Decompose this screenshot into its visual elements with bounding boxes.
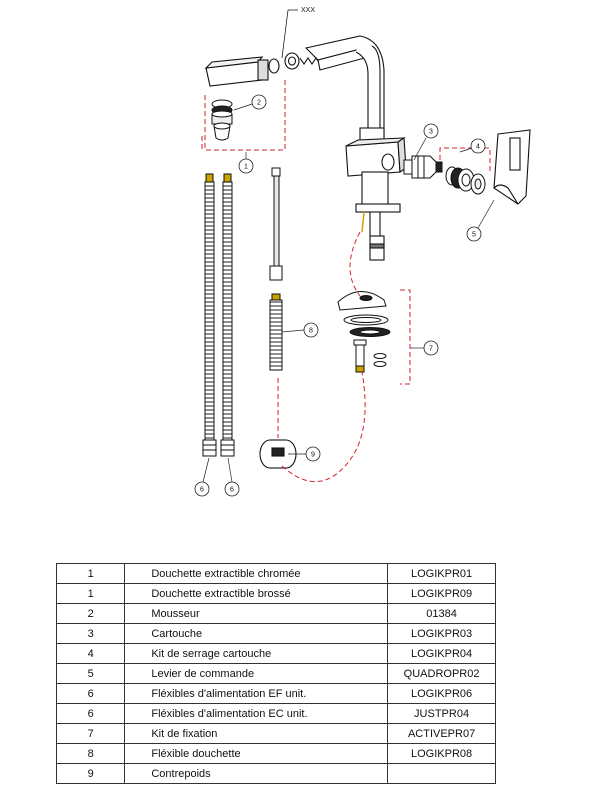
callout-1: 1 <box>238 158 254 174</box>
svg-text:3: 3 <box>429 129 433 136</box>
callout-9: 9 <box>305 446 321 462</box>
part-number-cell: 8 <box>55 743 126 764</box>
red-dash-leaders <box>201 78 491 482</box>
svg-text:2: 2 <box>257 100 261 107</box>
part-reference-cell: QUADROPR02 <box>387 663 496 684</box>
spray-head <box>204 52 321 87</box>
pullout-hose <box>269 167 283 371</box>
part-description-cell: Fléxibles d'alimentation EC unit. <box>124 703 389 724</box>
part-reference-cell: JUSTPR04 <box>387 703 496 724</box>
part-description-cell: Kit de fixation <box>124 723 389 744</box>
svg-text:6: 6 <box>230 487 234 494</box>
callout-6-hot: 6 <box>224 481 240 497</box>
part-description-cell: Cartouche <box>124 623 389 644</box>
callout-xxx-label: XXX <box>301 7 315 14</box>
part-number-cell: 6 <box>55 683 126 704</box>
svg-text:1: 1 <box>244 164 248 171</box>
part-reference-cell: LOGIKPR03 <box>387 623 496 644</box>
part-description-cell: Douchette extractible brossé <box>124 583 389 604</box>
part-number-cell: 1 <box>55 563 126 584</box>
part-reference-cell: LOGIKPR08 <box>387 743 496 764</box>
cartridge <box>403 155 443 179</box>
svg-text:5: 5 <box>472 232 476 239</box>
callout-2: 2 <box>251 94 267 110</box>
part-number-cell: 6 <box>55 703 126 724</box>
faucet-body <box>304 35 407 261</box>
control-lever <box>493 129 531 205</box>
part-number-cell: 5 <box>55 663 126 684</box>
svg-text:4: 4 <box>476 144 480 151</box>
cartridge-clamp-kit <box>445 166 486 195</box>
svg-text:9: 9 <box>311 452 315 459</box>
svg-text:7: 7 <box>429 346 433 353</box>
svg-text:6: 6 <box>200 487 204 494</box>
part-reference-cell: LOGIKPR06 <box>387 683 496 704</box>
svg-text:8: 8 <box>309 328 313 335</box>
part-number-cell: 3 <box>55 623 126 644</box>
part-reference-cell: LOGIKPR04 <box>387 643 496 664</box>
part-description-cell: Contrepoids <box>124 763 389 784</box>
supply-hose-hot <box>220 173 235 457</box>
part-description-cell: Mousseur <box>124 603 389 624</box>
part-description-cell: Kit de serrage cartouche <box>124 643 389 664</box>
aerator-parts <box>211 99 233 141</box>
callout-5: 5 <box>466 226 482 242</box>
part-reference-cell: 01384 <box>387 603 496 624</box>
part-number-cell: 1 <box>55 583 126 604</box>
part-reference-cell: LOGIKPR09 <box>387 583 496 604</box>
part-number-cell: 2 <box>55 603 126 624</box>
part-number-cell: 4 <box>55 643 126 664</box>
part-description-cell: Douchette extractible chromée <box>124 563 389 584</box>
callout-4: 4 <box>470 138 486 154</box>
exploded-parts-diagram: XXX <box>194 7 531 497</box>
part-reference-cell: ACTIVEPR07 <box>387 723 496 744</box>
part-reference-cell: LOGIKPR01 <box>387 563 496 584</box>
counterweight <box>259 439 297 469</box>
callout-7: 7 <box>423 340 439 356</box>
callout-8: 8 <box>303 322 319 338</box>
fixing-kit <box>337 291 391 373</box>
part-number-cell: 9 <box>55 763 126 784</box>
supply-hose-cold <box>202 173 217 457</box>
callout-3: 3 <box>423 123 439 139</box>
part-description-cell: Fléxibles d'alimentation EF unit. <box>124 683 389 704</box>
part-number-cell: 7 <box>55 723 126 744</box>
callout-xxx: XXX <box>281 7 315 59</box>
callout-leaders <box>202 103 495 483</box>
callout-6-cold: 6 <box>194 481 210 497</box>
part-description-cell: Levier de commande <box>124 663 389 684</box>
part-description-cell: Fléxible douchette <box>124 743 389 764</box>
part-reference-cell <box>387 763 496 784</box>
